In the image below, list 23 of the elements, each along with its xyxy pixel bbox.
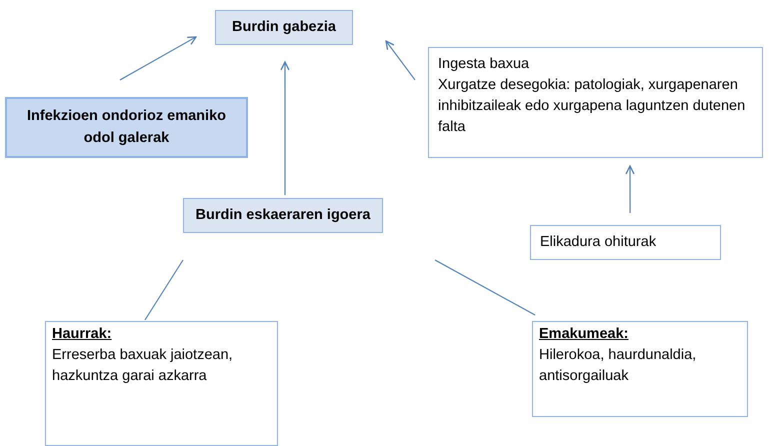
- heading: Emakumeak:: [539, 325, 630, 344]
- box-text: Hilerokoa, haurdunaldia, antisorgailuak: [539, 346, 698, 386]
- box-text: Elikadura ohiturak: [540, 233, 658, 252]
- box-text: Burdin gabezia: [232, 18, 336, 37]
- connector-line: [144, 260, 184, 320]
- text-box: [532, 321, 748, 417]
- heading: Haurrak:: [52, 325, 113, 344]
- text-box: [45, 321, 278, 446]
- connector-line: [280, 61, 290, 195]
- text-box: [5, 97, 248, 158]
- box-text: Erreserba baxuak jaiotzean, hazkuntza garai azkarra: [52, 346, 234, 386]
- connector-line: [625, 165, 635, 213]
- text-box: [183, 198, 383, 233]
- box-text: Ingesta baxua: [438, 55, 530, 74]
- text-box: [215, 10, 353, 45]
- box-text: Burdin eskaeraren igoera: [196, 206, 370, 225]
- text-box: [428, 47, 763, 158]
- connector-line: [385, 40, 416, 80]
- box-text: Infekzioen ondorioz emaniko odol galerak: [26, 107, 227, 148]
- connector-line: [434, 260, 536, 316]
- text-box: [530, 225, 721, 260]
- box-text: Xurgatze desegokia: patologiak, xurgapenaren inhibitzaileak edo xurgapena laguntzen dutenen falta: [438, 76, 746, 138]
- connector-line: [120, 36, 197, 80]
